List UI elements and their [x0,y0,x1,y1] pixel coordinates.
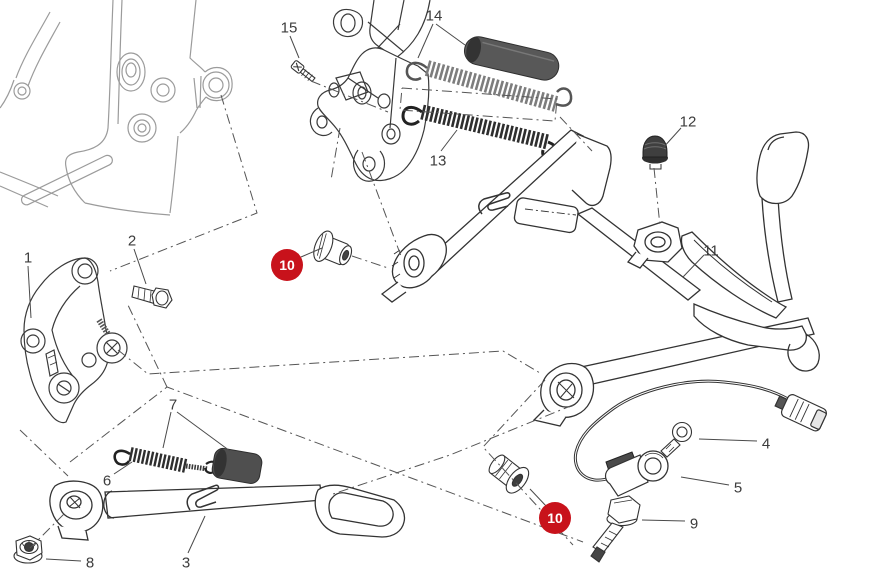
part-label-11: 11 [703,242,719,259]
spring-13-drawing [401,104,560,162]
center-stand-drawing [380,129,820,427]
footpeg-bracket-drawing [309,0,431,182]
nut-8-drawing [13,535,43,564]
bolt-4-drawing [660,421,693,458]
part-number-labels: 1 2 3 4 5 6 7 8 9 11 12 13 14 15 [24,7,770,571]
badge-label: 10 [547,510,563,526]
label-leader-lines [27,23,758,562]
rubber-cap-12-drawing [642,135,668,170]
screw-15-drawing [290,60,316,83]
highlight-badge-10-left[interactable]: 10 [271,249,303,281]
side-stand-sensor-drawing [573,379,828,497]
spring-6-drawing [113,447,218,474]
highlight-badge-10-right[interactable]: 10 [539,502,571,534]
part-label-9: 9 [690,515,698,532]
part-label-4: 4 [762,435,770,452]
bolt-2-drawing [131,285,173,309]
side-stand-bracket-drawing [20,257,128,424]
rubber-sleeve-7-drawing [211,447,263,484]
part-label-12: 12 [680,113,697,130]
part-label-1: 1 [24,249,32,266]
rubber-sleeve-14-drawing [463,36,560,81]
part-label-13: 13 [430,152,447,169]
part-label-2: 2 [128,232,136,249]
bushing-10-left-drawing [313,230,353,266]
part-label-14: 14 [426,7,443,24]
badge-circle[interactable] [271,249,303,281]
part-label-6: 6 [103,472,111,489]
bolt-9-drawing [590,495,641,563]
spring-14-drawing [405,60,573,112]
badge-label: 10 [279,257,295,273]
part-label-5: 5 [734,479,742,496]
part-label-8: 8 [86,554,94,571]
part-label-15: 15 [281,19,298,36]
part-label-3: 3 [182,554,190,571]
part-label-7: 7 [169,396,177,413]
engine-casing-drawing [0,0,233,216]
assembly-axis-lines [19,80,661,549]
side-stand-drawing [49,480,406,541]
badge-circle[interactable] [539,502,571,534]
